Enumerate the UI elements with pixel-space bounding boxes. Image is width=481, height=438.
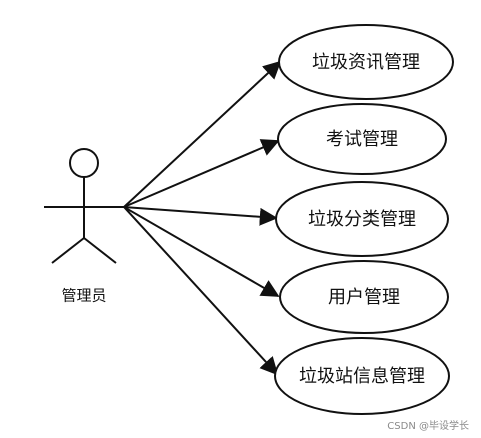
use-case-label: 用户管理 [328,287,400,308]
use-case-ellipse [279,260,449,334]
association-arrow [123,206,278,226]
use-case-1: 垃圾资讯管理 [278,24,454,100]
association-arrow [123,60,282,208]
use-case-label: 垃圾站信息管理 [299,366,425,387]
associations [123,60,282,376]
use-case-2: 考试管理 [277,103,447,175]
use-case-ellipse [277,103,447,175]
actor-figure [44,148,124,264]
actor-head [69,148,99,178]
use-case-ellipse [274,337,450,415]
watermark: CSDN @毕设学长 [387,421,469,432]
association-arrow [123,206,279,376]
use-case-ellipse [275,181,449,257]
use-case-ellipse [278,24,454,100]
use-case-label: 考试管理 [326,129,398,150]
association-arrow [123,139,280,208]
actor-left-leg [51,237,85,264]
use-case-5: 垃圾站信息管理 [274,337,450,415]
association-arrow [123,206,280,297]
use-case-label: 垃圾分类管理 [308,209,416,230]
use-case-label: 垃圾资讯管理 [312,52,420,73]
use-case-4: 用户管理 [279,260,449,334]
use-case-3: 垃圾分类管理 [275,181,449,257]
actor-label: 管理员 [61,287,106,305]
actor-right-leg [83,237,117,264]
